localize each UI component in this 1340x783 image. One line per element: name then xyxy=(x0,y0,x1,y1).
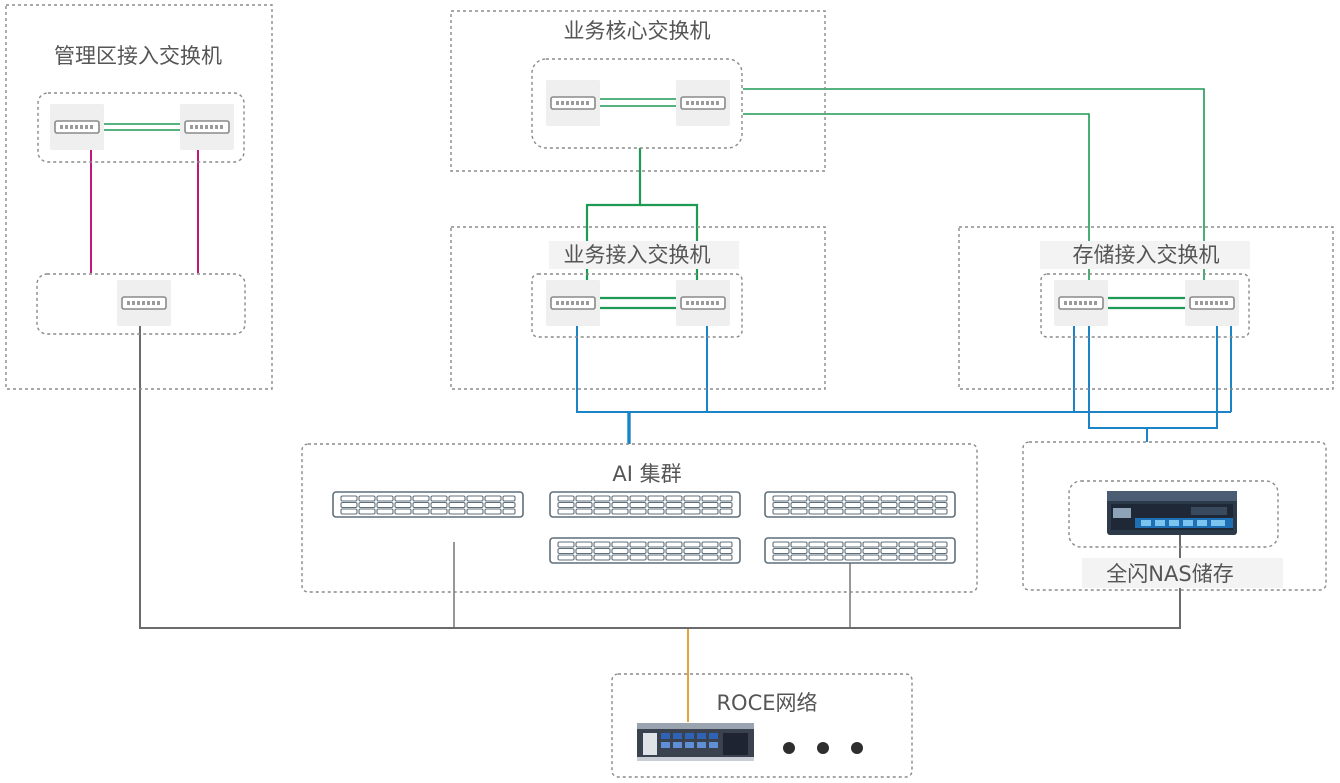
roce-switch-icon xyxy=(637,723,754,761)
biz-access-title-background xyxy=(549,241,739,269)
mgmt-zone-box xyxy=(5,4,273,390)
core-zone-title: 业务核心交换机 xyxy=(564,19,711,43)
switch-icon xyxy=(116,279,172,327)
mgmt-zone-title: 管理区接入交换机 xyxy=(54,44,222,68)
mgmt-stack-link xyxy=(104,123,181,131)
more-devices-dot xyxy=(783,742,795,754)
switch-icon xyxy=(545,279,601,327)
core-zone-box xyxy=(450,10,826,172)
nas-zone-box xyxy=(1022,441,1327,591)
switch-icon xyxy=(1184,279,1240,327)
storage-access-zone-box xyxy=(958,226,1334,390)
switch-icon xyxy=(675,79,731,127)
server-icon xyxy=(550,492,740,517)
storage-access-switch-pair-group xyxy=(1040,273,1250,338)
nas-device-group xyxy=(1068,480,1279,548)
storage-access-to-nas-links xyxy=(1088,326,1218,442)
core-switch-pair-group xyxy=(531,58,743,149)
switch-icon xyxy=(545,79,601,127)
switch-icon xyxy=(1053,279,1109,327)
biz-access-zone-title: 业务接入交换机 xyxy=(564,243,711,267)
ai-cluster-zone-box xyxy=(301,443,978,593)
connection-lines xyxy=(90,88,1232,722)
storage-access-stack-link xyxy=(1108,296,1187,310)
nas-zone-title: 全闪NAS储存 xyxy=(1106,562,1233,586)
switch-icon xyxy=(49,103,105,151)
more-devices-dot xyxy=(851,742,863,754)
biz-access-switch-pair-group xyxy=(531,273,743,338)
roce-zone-box xyxy=(611,673,913,778)
mgmt-switch-pair-group xyxy=(37,92,245,163)
storage-access-title-background xyxy=(1040,241,1250,269)
nas-title-background xyxy=(1082,558,1283,588)
server-icon xyxy=(333,492,523,517)
server-icon xyxy=(550,538,740,563)
server-icon xyxy=(765,538,955,563)
switch-icon xyxy=(179,103,235,151)
storage-access-zone-title: 存储接入交换机 xyxy=(1073,243,1220,267)
more-devices-dot xyxy=(817,742,829,754)
roce-zone-title: ROCE网络 xyxy=(716,691,817,715)
mgmt-aggregation-group xyxy=(36,273,246,335)
biz-access-zone-box xyxy=(450,226,826,390)
core-stack-link xyxy=(600,98,677,107)
ai-cluster-zone-title: AI 集群 xyxy=(612,462,681,486)
core-to-storage-access-links xyxy=(743,88,1205,282)
biz-access-stack-link xyxy=(600,296,677,310)
access-to-ai-cluster-links xyxy=(576,326,1232,444)
switch-icon xyxy=(675,279,731,327)
nas-storage-icon xyxy=(1107,491,1237,535)
server-icon xyxy=(765,492,955,517)
